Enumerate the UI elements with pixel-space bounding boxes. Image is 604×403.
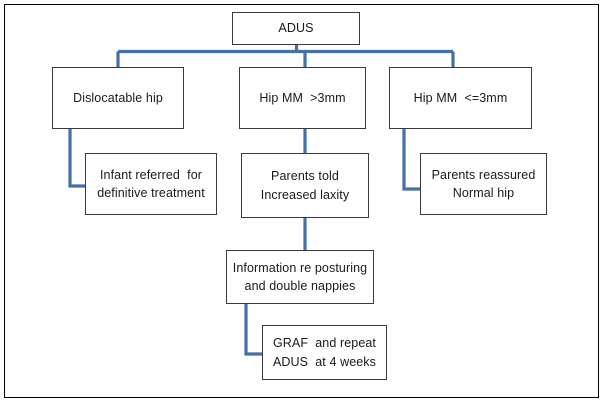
node-line: and double nappies [244, 279, 356, 293]
node-line: Information re posturing [232, 260, 368, 275]
node-parents-reassured[interactable]: Parents reassured Normal hip [420, 153, 547, 215]
node-line: Infant referred for [99, 167, 203, 182]
node-line: Hip MM <=3mm [413, 90, 508, 105]
node-line: Parents told [271, 169, 339, 184]
node-line: GRAF and repeat [272, 336, 377, 351]
connector-mm-le3-to-reassured [402, 129, 420, 191]
node-line: definitive treatment [97, 186, 205, 200]
node-line: Hip MM >3mm [259, 90, 346, 105]
node-line: Parents reassured [431, 167, 536, 182]
connector-dislocatable-to-referred [68, 129, 85, 188]
node-adus-root[interactable]: ADUS [232, 12, 360, 45]
node-line: ADUS [278, 21, 314, 36]
node-hip-mm-greater-3mm[interactable]: Hip MM >3mm [239, 67, 366, 129]
connector-posturing-to-graf [244, 304, 262, 356]
node-line: ADUS at 4 weeks [272, 354, 377, 369]
node-line: Normal hip [452, 186, 515, 200]
node-hip-mm-less-equal-3mm[interactable]: Hip MM <=3mm [389, 67, 532, 129]
node-parents-told-laxity[interactable]: Parents told Increased laxity [241, 153, 369, 218]
node-graf-repeat-adus[interactable]: GRAF and repeat ADUS at 4 weeks [262, 325, 387, 380]
node-information-posturing[interactable]: Information re posturing and double napp… [226, 250, 374, 304]
diagram-frame [4, 4, 599, 398]
node-line: Increased laxity [260, 187, 350, 202]
node-line: Dislocatable hip [73, 90, 163, 105]
node-dislocatable-hip[interactable]: Dislocatable hip [52, 67, 184, 129]
node-infant-referred[interactable]: Infant referred for definitive treatment [85, 153, 217, 215]
